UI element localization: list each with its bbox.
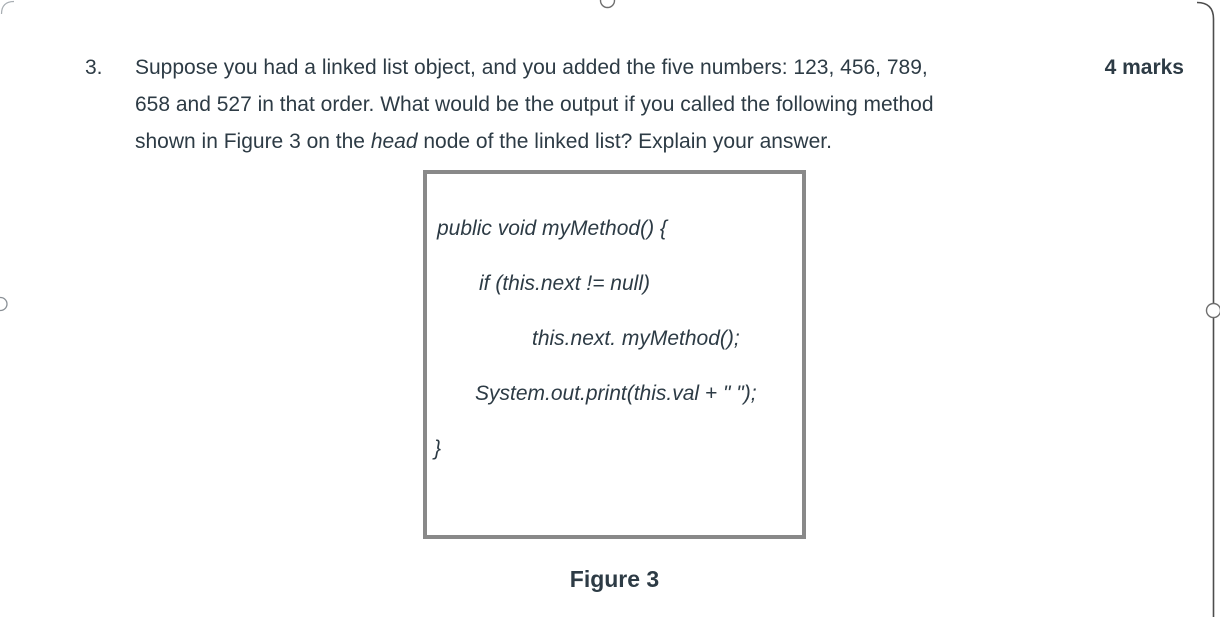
resize-handle-left-icon[interactable] xyxy=(0,296,8,312)
marks-label: 4 marks xyxy=(1104,56,1184,79)
page-corner-top-left xyxy=(0,0,15,15)
code-line-print-statement: System.out.print(this.val + " "); xyxy=(475,382,757,405)
question-text-line-3-post: node of the linked list? Explain your an… xyxy=(417,130,832,153)
page-border-right xyxy=(1196,1,1215,617)
code-line-if-condition: if (this.next != null) xyxy=(479,272,650,295)
question-text: Suppose you had a linked list object, an… xyxy=(135,49,934,160)
code-line-closing-brace: } xyxy=(434,437,442,460)
code-line-method-signature: public void myMethod() { xyxy=(437,217,667,240)
question-number: 3. xyxy=(85,56,103,79)
question-text-head-italic: head xyxy=(370,130,418,153)
code-line-recursive-call: this.next. myMethod(); xyxy=(532,327,740,350)
question-text-line-3-pre: shown in Figure 3 on the xyxy=(135,130,371,153)
question-text-line-3: shown in Figure 3 on the head node of th… xyxy=(135,123,934,160)
resize-handle-top-icon[interactable] xyxy=(599,0,616,9)
figure-3-code-box: public void myMethod() { if (this.next !… xyxy=(423,170,806,539)
figure-caption: Figure 3 xyxy=(569,566,660,592)
question-text-line-1: Suppose you had a linked list object, an… xyxy=(135,56,928,79)
resize-handle-right-icon[interactable] xyxy=(1205,302,1220,319)
question-text-line-2: 658 and 527 in that order. What would be… xyxy=(135,93,934,116)
